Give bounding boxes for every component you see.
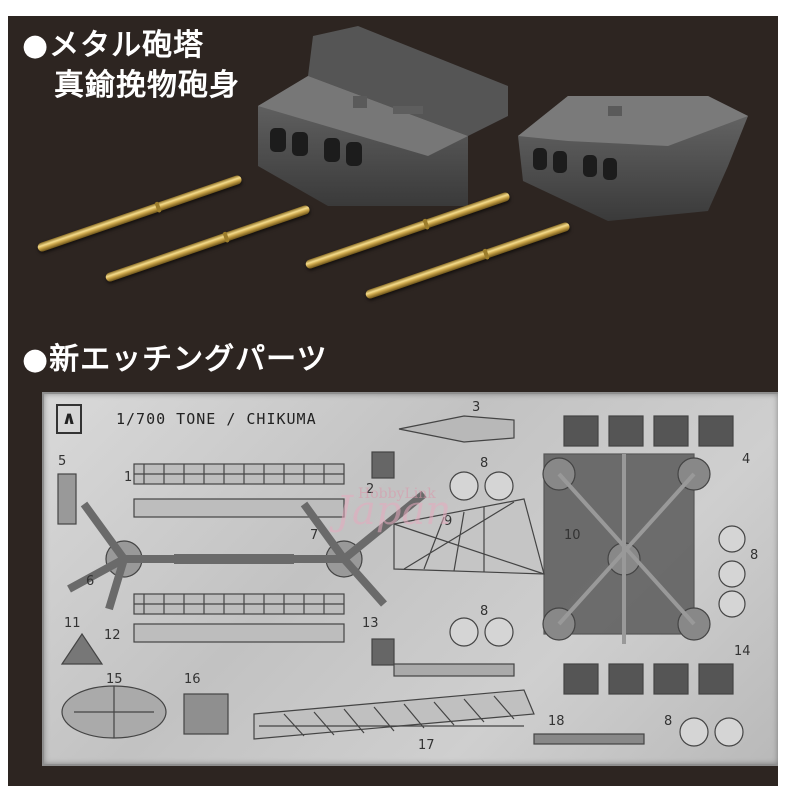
brass-barrel-heading: 真鍮挽物砲身 <box>54 68 240 103</box>
turret-right <box>518 96 748 221</box>
part-number: 4 <box>742 452 751 467</box>
part-number: 17 <box>418 738 435 753</box>
watermark-brand: HobbyLink <box>358 486 436 502</box>
part-number: 12 <box>104 628 121 643</box>
part-number: 9 <box>444 514 453 529</box>
part-number: 1 <box>124 470 133 485</box>
product-panel: ●メタル砲塔 真鍮挽物砲身 <box>8 16 778 786</box>
turret-illustration <box>258 26 748 221</box>
part-number: 5 <box>58 454 67 469</box>
part-number: 14 <box>734 644 751 659</box>
turret-left <box>258 26 508 206</box>
part-number: 2 <box>366 482 375 497</box>
etch-parts-diagram <box>57 415 746 747</box>
photo-etch-sheet: ∧ 1/700 TONE / CHIKUMA <box>42 392 778 766</box>
part-number: 8 <box>664 714 673 729</box>
etching-parts-heading: ●新エッチングパーツ <box>22 342 328 377</box>
part-number: 16 <box>184 672 201 687</box>
part-number: 8 <box>480 456 489 471</box>
part-number: 6 <box>86 574 95 589</box>
part-number: 18 <box>548 714 565 729</box>
part-number: 3 <box>472 400 481 415</box>
part-number: 8 <box>750 548 759 563</box>
part-number: 13 <box>362 616 379 631</box>
metal-turret-heading: ●メタル砲塔 <box>22 28 205 63</box>
part-number: 10 <box>564 528 581 543</box>
part-number: 7 <box>310 528 319 543</box>
sheet-title: 1/700 TONE / CHIKUMA <box>116 410 317 428</box>
part-number: 8 <box>480 604 489 619</box>
aoshima-logo: ∧ <box>56 404 82 434</box>
part-number: 15 <box>106 672 123 687</box>
part-number: 11 <box>64 616 81 631</box>
